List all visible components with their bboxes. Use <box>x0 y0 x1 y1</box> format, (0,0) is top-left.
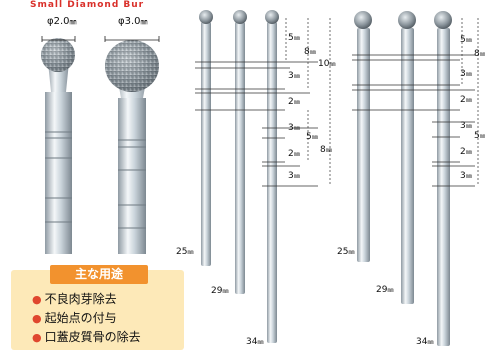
length-label: 25㎜ <box>176 247 194 257</box>
seg-label: 3㎜ <box>288 71 300 81</box>
diameter-small: φ2.0㎜ <box>47 16 77 27</box>
length-label: 29㎜ <box>376 285 394 295</box>
total-label: 8㎜ <box>304 47 316 57</box>
seg-label: 2㎜ <box>288 97 300 107</box>
length-label: 25㎜ <box>337 247 355 257</box>
seg-label: 5㎜ <box>288 33 300 43</box>
length-label: 34㎜ <box>246 337 264 347</box>
total-label: 5㎜ <box>306 132 318 142</box>
usage-item: ●不良肉芽除去 <box>32 292 117 306</box>
seg-label: 3㎜ <box>288 171 300 181</box>
closeup-bur-small <box>41 38 75 254</box>
usage-item: ●口蓋皮質骨の除去 <box>32 330 141 344</box>
bur-group-left <box>199 10 279 343</box>
diameter-large: φ3.0㎜ <box>118 16 148 27</box>
marker-lines-right <box>352 18 479 187</box>
marker-lines-left <box>195 18 331 187</box>
total-label: 5㎜ <box>474 131 485 141</box>
seg-label: 3㎜ <box>288 123 300 133</box>
closeup-bur-large <box>105 40 159 254</box>
seg-label: 2㎜ <box>288 149 300 159</box>
total-label: 8㎜ <box>320 145 332 155</box>
total-label: 8㎜ <box>474 49 485 59</box>
seg-label: 5㎜ <box>460 35 472 45</box>
usage-item: ●起始点の付与 <box>32 311 117 325</box>
length-label: 34㎜ <box>416 337 434 347</box>
total-label: 10㎜ <box>318 59 336 69</box>
seg-label: 3㎜ <box>460 69 472 79</box>
seg-label: 2㎜ <box>460 95 472 105</box>
header-fragment: Small Diamond Bur <box>30 0 145 10</box>
length-label: 29㎜ <box>211 286 229 296</box>
bur-group-right <box>354 11 452 346</box>
seg-label: 3㎜ <box>460 121 472 131</box>
usage-title: 主な用途 <box>50 265 148 284</box>
seg-label: 3㎜ <box>460 171 472 181</box>
seg-label: 2㎜ <box>460 147 472 157</box>
